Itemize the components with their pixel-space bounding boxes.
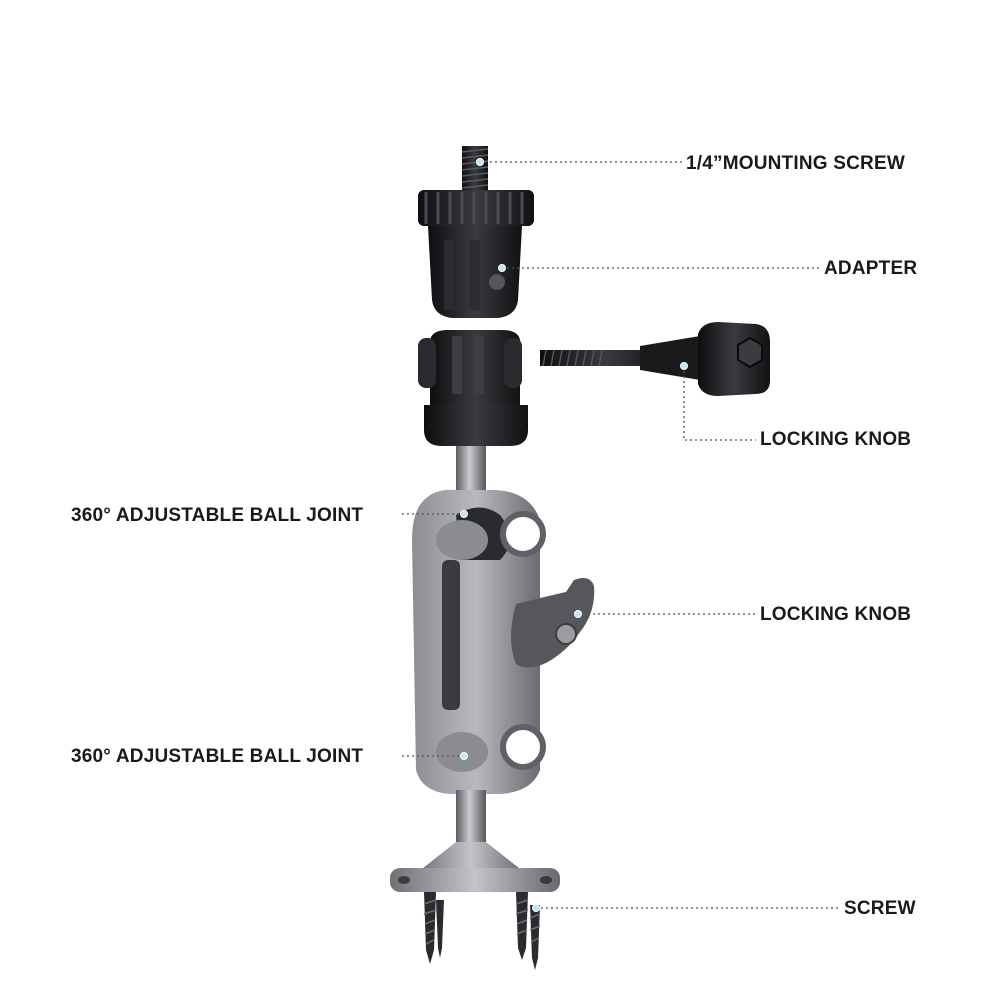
base-plate-part <box>390 842 560 892</box>
double-socket-arm-part <box>412 489 546 794</box>
label-locking-knob-top: LOCKING KNOB <box>760 429 912 450</box>
label-locking-knob-mid: LOCKING KNOB <box>760 604 912 625</box>
label-adapter: ADAPTER <box>824 258 918 279</box>
base-screws-part <box>423 892 541 970</box>
locking-knob-bolt-part <box>540 322 770 396</box>
label-ball-joint-bottom: 360° ADJUSTABLE BALL JOINT <box>71 746 364 767</box>
lower-shaft-part <box>456 790 486 846</box>
marker-adapter <box>498 264 506 272</box>
marker-ball-joint-bottom <box>460 752 468 760</box>
marker-mounting-screw <box>476 158 484 166</box>
adapter-part <box>428 226 522 318</box>
wing-locking-knob-part <box>511 578 595 668</box>
leader-lines <box>402 161 840 909</box>
marker-dots <box>460 158 688 912</box>
marker-locking-knob-mid <box>574 610 582 618</box>
label-screw: SCREW <box>844 898 916 919</box>
upper-mount-head-part <box>418 330 528 446</box>
label-mounting-screw: 1/4”MOUNTING SCREW <box>686 153 905 174</box>
marker-ball-joint-top <box>460 510 468 518</box>
marker-locking-knob-top <box>680 362 688 370</box>
knurled-nut-part <box>418 190 534 226</box>
mounting-screw-part <box>461 146 489 192</box>
label-ball-joint-top: 360° ADJUSTABLE BALL JOINT <box>71 505 364 526</box>
marker-screw <box>532 904 540 912</box>
leader-locking-knob-top <box>683 366 756 441</box>
